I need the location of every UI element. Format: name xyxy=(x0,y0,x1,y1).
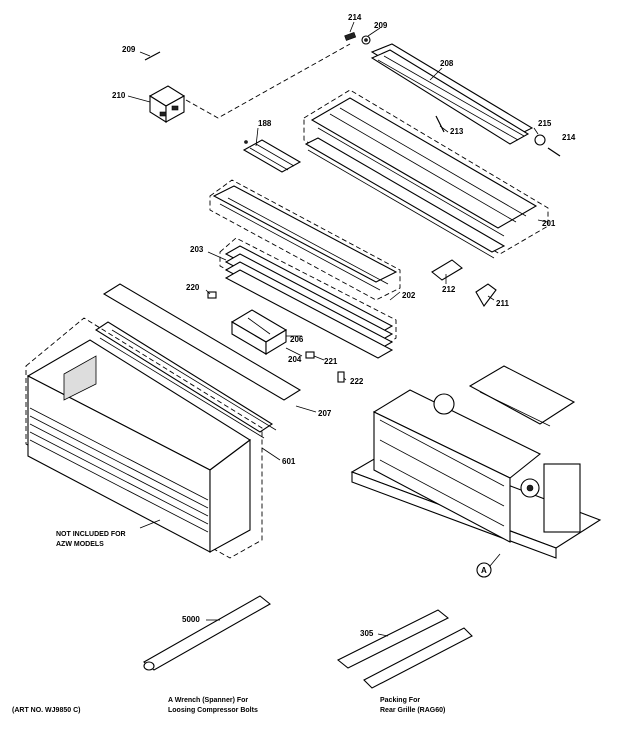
label-222: 222 xyxy=(350,377,364,386)
mesh-188 xyxy=(242,139,302,173)
clip-220 xyxy=(207,291,217,299)
captions: NOT INCLUDED FOR AZW MODELS A Wrench (Sp… xyxy=(12,531,445,714)
louvers-202 xyxy=(224,245,394,359)
label-214-top: 214 xyxy=(348,13,362,22)
label-202: 202 xyxy=(402,291,416,300)
label-215: 215 xyxy=(538,119,552,128)
label-188: 188 xyxy=(258,119,272,128)
label-210: 210 xyxy=(112,91,126,100)
label-201: 201 xyxy=(542,219,556,228)
label-206: 206 xyxy=(290,335,304,344)
screw-209-left xyxy=(144,51,161,61)
label-203: 203 xyxy=(190,245,204,254)
label-209-top: 209 xyxy=(374,21,388,30)
packing-305 xyxy=(336,609,473,689)
label-214-right: 214 xyxy=(562,133,576,142)
caption-not-included-line1: NOT INCLUDED FOR xyxy=(56,531,126,538)
label-5000: 5000 xyxy=(182,615,200,624)
wrench-5000 xyxy=(143,595,271,671)
label-A: A xyxy=(481,566,487,575)
label-305: 305 xyxy=(360,629,374,638)
label-221: 221 xyxy=(324,357,338,366)
label-204: 204 xyxy=(288,355,302,364)
group-box-601 xyxy=(25,317,263,559)
leader-210 xyxy=(185,43,351,119)
top-rail-208 xyxy=(370,43,534,145)
label-209-left: 209 xyxy=(122,45,136,54)
caption-art-number: (ART NO. WJ9850 C) xyxy=(12,707,80,714)
marker-A xyxy=(476,562,492,578)
screw-213 xyxy=(435,115,445,133)
chassis-unit xyxy=(350,365,602,559)
label-211: 211 xyxy=(496,299,509,308)
panel-203 xyxy=(212,185,398,291)
caption-wrench-line2: Loosing Compressor Bolts xyxy=(168,707,258,714)
label-601: 601 xyxy=(282,457,296,466)
caption-packing-line1: Packing For xyxy=(380,697,420,704)
caption-wrench-line1: A Wrench (Spanner) For xyxy=(168,697,248,704)
group-box-201 xyxy=(303,89,549,255)
grille-207 xyxy=(94,283,302,439)
leader-lines xyxy=(127,21,549,637)
group-box-202 xyxy=(209,179,401,301)
fastener-209-top xyxy=(361,35,371,45)
label-212: 212 xyxy=(442,285,456,294)
clip-212 xyxy=(431,259,463,281)
cabinet-601 xyxy=(26,339,251,553)
control-box-206 xyxy=(230,309,288,355)
nut-215 xyxy=(534,134,546,146)
screw-214-top xyxy=(344,32,357,41)
label-213: 213 xyxy=(450,127,464,136)
frame-201 xyxy=(304,97,538,259)
label-220: 220 xyxy=(186,283,200,292)
pin-222 xyxy=(337,371,345,383)
caption-packing-line2: Rear Grille (RAG60) xyxy=(380,707,445,714)
screw-214-right xyxy=(547,147,561,157)
clip-221 xyxy=(305,351,315,359)
bracket-211 xyxy=(475,283,497,307)
part-labels: 214 209 209 208 210 213 215 214 188 201 … xyxy=(112,13,576,638)
label-207: 207 xyxy=(318,409,332,418)
bracket-210 xyxy=(148,85,186,123)
group-box-louvers xyxy=(219,237,397,351)
label-208: 208 xyxy=(440,59,454,68)
caption-not-included-line2: AZW MODELS xyxy=(56,541,104,548)
